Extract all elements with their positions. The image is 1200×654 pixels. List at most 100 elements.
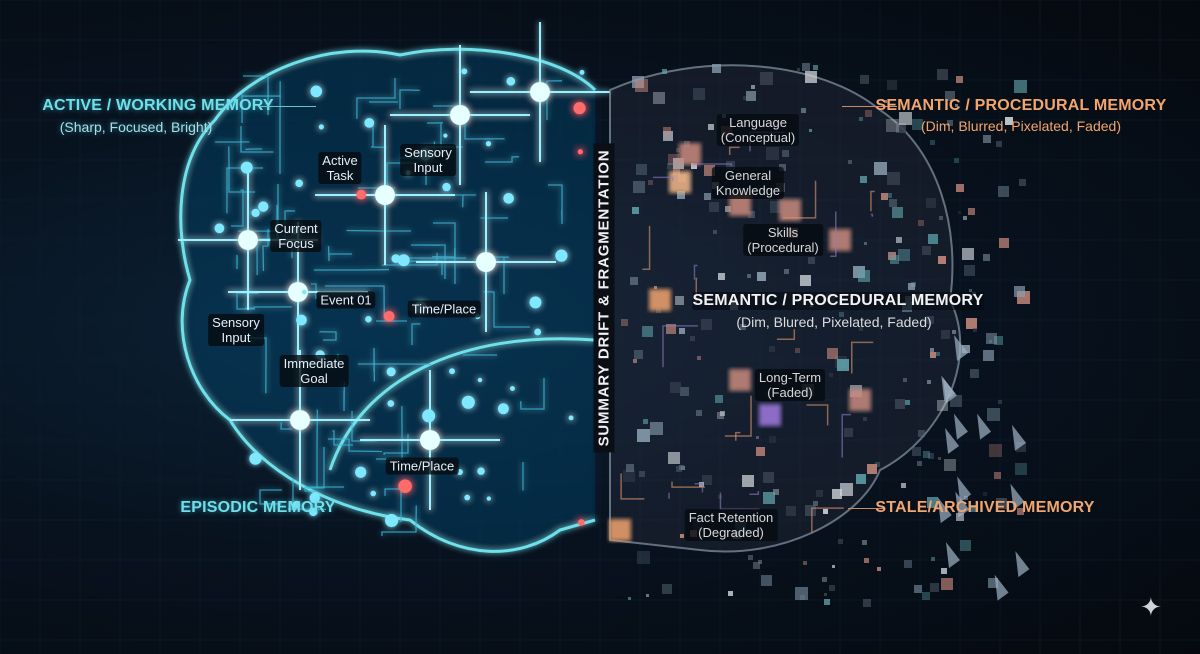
pixel-fragment [917, 461, 922, 466]
pixel-fragment [756, 447, 765, 456]
memory-node [251, 208, 260, 218]
pixel-fragment [717, 412, 724, 419]
pixel-fragment [628, 597, 631, 600]
pixel-fragment [858, 270, 870, 282]
memory-node [497, 403, 509, 415]
pixel-fragment [742, 475, 754, 487]
pixel-fragment [947, 120, 953, 126]
pixel-fragment [903, 378, 907, 382]
pixel-fragment [994, 336, 1003, 345]
pixel-fragment [713, 230, 717, 234]
pixel-fragment [886, 119, 899, 132]
node-event-01: Event 01 [316, 291, 376, 309]
pixel-fragment [1005, 117, 1013, 125]
circuit-trace [485, 156, 519, 163]
memory-node-hub [476, 252, 496, 272]
pixel-fragment [708, 124, 714, 130]
pixel-fragment [996, 498, 1007, 509]
pixel-fragment [621, 319, 628, 326]
memory-node-hub [530, 82, 550, 102]
memory-node [249, 452, 262, 465]
pixel-fragment [633, 181, 645, 193]
pixel-fragment [956, 513, 964, 521]
active-memory-leader [258, 106, 316, 107]
pixel-fragment [989, 444, 1002, 457]
pixel-fragment [822, 577, 827, 582]
pixel-fragment [829, 373, 833, 377]
faded-memory-node [649, 289, 671, 311]
memory-node [573, 102, 586, 115]
pixel-fragment [720, 411, 725, 416]
pixel-fragment [918, 220, 924, 226]
pixel-fragment [969, 505, 976, 512]
pixel-fragment [748, 211, 755, 218]
memory-node [387, 400, 395, 407]
glass-shard [941, 375, 956, 402]
pixel-fragment [704, 193, 711, 200]
memory-node [356, 189, 367, 200]
pixel-fragment [782, 150, 789, 157]
node-sensory-input-top: Sensory Input [400, 144, 456, 176]
pixel-fragment [766, 147, 779, 160]
memory-node [365, 315, 372, 323]
faded-memory-node [729, 369, 751, 391]
pixel-fragment [816, 490, 823, 497]
pixel-fragment [1014, 286, 1025, 297]
pixel-fragment [988, 578, 998, 588]
memory-node [296, 314, 307, 326]
pixel-fragment [639, 471, 645, 477]
faded-trace [692, 163, 733, 167]
pixel-fragment [840, 483, 853, 496]
faded-trace [662, 325, 698, 368]
pixel-fragment [753, 562, 760, 569]
pixel-fragment [697, 356, 701, 360]
memory-node [506, 76, 516, 86]
faded-trace [806, 404, 829, 426]
pixel-fragment [773, 489, 779, 495]
pixel-fragment [751, 85, 755, 89]
pixel-fragment [646, 594, 649, 597]
pixel-fragment [654, 286, 657, 289]
pixel-fragment [725, 206, 731, 212]
memory-node [214, 223, 225, 234]
pixel-fragment [677, 191, 685, 199]
pixel-fragment [673, 158, 684, 169]
faded-trace [671, 481, 705, 488]
memory-node [443, 133, 448, 138]
faded-trace [620, 473, 645, 500]
memory-node [477, 377, 483, 383]
pixel-fragment [715, 395, 723, 403]
pixel-fragment [769, 346, 775, 352]
pixel-fragment [642, 326, 653, 337]
pixel-fragment [963, 216, 967, 220]
pixel-fragment [1017, 508, 1024, 515]
circuit-trace [319, 331, 337, 341]
faded-trace [811, 507, 844, 533]
circuit-trace [325, 285, 385, 318]
faded-memory-node [759, 404, 781, 426]
memory-node-hub [238, 230, 258, 250]
memory-node [398, 479, 412, 494]
pixel-fragment [941, 568, 947, 574]
pixel-fragment [809, 129, 812, 132]
pixel-fragment [1014, 80, 1027, 93]
pixel-fragment [926, 198, 936, 208]
pixel-fragment [896, 237, 902, 243]
pixel-fragment [827, 348, 838, 359]
pixel-fragment [962, 345, 970, 353]
pixel-fragment [663, 131, 673, 141]
pixel-fragment [718, 273, 725, 280]
pixel-fragment [859, 117, 863, 121]
pixel-fragment [859, 327, 863, 331]
summary-drift-label: SUMMARY DRIFT & FRAGMENTATION [593, 143, 615, 453]
pixel-fragment [994, 472, 1001, 479]
pixel-fragment [983, 135, 991, 143]
circuit-trace [399, 89, 420, 109]
pixel-fragment [927, 497, 938, 508]
pixel-fragment [863, 599, 871, 607]
memory-node-hub [375, 185, 395, 205]
pixel-fragment [864, 558, 869, 563]
glass-shard [1011, 424, 1026, 451]
memory-node [258, 201, 269, 212]
pixel-fragment [630, 277, 638, 285]
